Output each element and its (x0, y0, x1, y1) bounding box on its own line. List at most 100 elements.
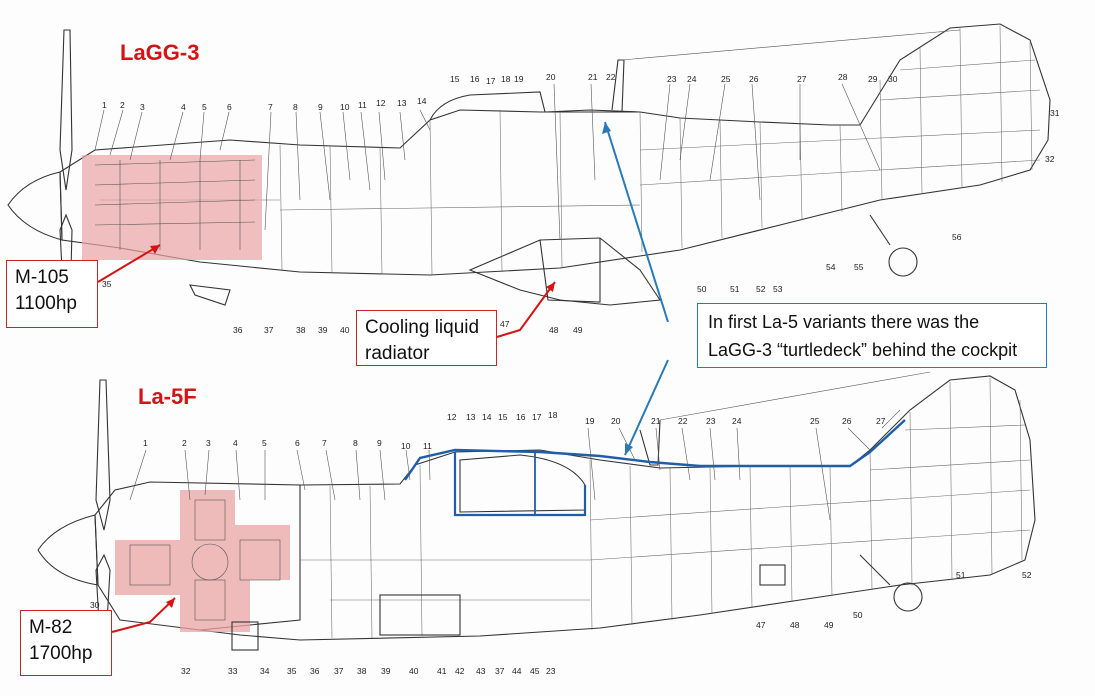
la5f-part-number: 35 (287, 666, 297, 676)
arrow-engine-top (97, 244, 161, 283)
lagg3-antenna-mast (611, 59, 625, 113)
arrow-engine-top-head (150, 245, 160, 254)
lagg3-part-number: 21 (588, 72, 598, 82)
la5f-part-number: 52 (1022, 570, 1032, 580)
la5f-part-number: 8 (353, 438, 358, 448)
callout-turtledeck-line1: In first La-5 variants there was the (708, 312, 980, 332)
callout-radiator-line2: radiator (365, 343, 430, 364)
la5f-part-number: 13 (466, 412, 476, 422)
la5f-part-number: 19 (585, 416, 595, 426)
lagg3-part-number: 38 (296, 325, 306, 335)
la5f-spinner (37, 514, 99, 586)
la5f-part-number: 40 (409, 666, 419, 676)
lagg3-drawing (7, 23, 1051, 311)
la5f-tailwheel-strut (859, 554, 891, 586)
callout-engine-la5f: M-82 1700hp (20, 610, 112, 676)
la5f-engine-detail (129, 499, 281, 621)
la5f-tailwheel (893, 582, 923, 612)
lagg3-part-number: 26 (749, 74, 759, 84)
arrow-turtledeck-bottom-head (625, 443, 633, 455)
lagg3-part-number: 29 (868, 74, 878, 84)
la5f-battery (759, 564, 786, 586)
la5f-engine-highlight (115, 490, 290, 632)
lagg3-part-number: 8 (293, 102, 298, 112)
lagg3-part-number: 36 (233, 325, 243, 335)
lagg3-part-number: 6 (227, 102, 232, 112)
lagg3-intake (189, 284, 231, 306)
la5f-propeller-upper (95, 379, 111, 531)
lagg3-part-number: 32 (1045, 154, 1055, 164)
lagg3-part-number: 14 (417, 96, 427, 106)
la5f-part-number: 44 (512, 666, 522, 676)
lagg3-part-number: 19 (514, 74, 524, 84)
la5f-canopy (459, 454, 586, 513)
lagg3-part-number: 53 (773, 284, 783, 294)
title-la5f: La-5F (138, 384, 197, 409)
callout-turtledeck-line2: LaGG-3 “turtledeck” behind the cockpit (708, 340, 1018, 360)
la5f-part-number: 2 (182, 438, 187, 448)
lagg3-part-number: 23 (667, 74, 677, 84)
la5f-lower-box (231, 621, 259, 651)
la5f-part-number: 16 (516, 412, 526, 422)
lagg3-part-number: 18 (501, 74, 511, 84)
la5f-canopy-outline (453, 452, 587, 517)
la5f-antenna-mast (639, 419, 661, 466)
la5f-turtledeck-outline (404, 419, 906, 481)
la5f-part-number: 18 (548, 410, 558, 420)
la5f-part-number: 36 (310, 666, 320, 676)
lagg3-part-number: 55 (854, 262, 864, 272)
lagg3-leader-lines (94, 83, 881, 241)
la5f-antenna-wire (659, 371, 931, 421)
la5f-part-number: 14 (482, 412, 492, 422)
la5f-part-number: 32 (181, 666, 191, 676)
la5f-part-number: 6 (295, 438, 300, 448)
la5f-frames (300, 377, 1031, 639)
la5f-part-number: 51 (956, 570, 966, 580)
la5f-part-number: 1 (143, 438, 148, 448)
lagg3-part-number: 16 (470, 74, 480, 84)
lagg3-part-number: 25 (721, 74, 731, 84)
la5f-part-number: 5 (262, 438, 267, 448)
lagg3-part-number: 56 (952, 232, 962, 242)
arrow-engine-bottom (111, 597, 176, 633)
lagg3-part-number: 17 (486, 76, 496, 86)
la5f-part-number: 50 (853, 610, 863, 620)
lagg3-part-number: 31 (1050, 108, 1060, 118)
callout-engine-la5f-line2: 1700hp (29, 643, 93, 664)
lagg3-part-number: 5 (202, 102, 207, 112)
la5f-part-number: 24 (732, 416, 742, 426)
la5f-cowling (94, 481, 301, 631)
la5f-part-number: 23 (546, 666, 556, 676)
la5f-drawing (37, 371, 1036, 651)
callout-radiator: Cooling liquid radiator (356, 310, 497, 366)
la5f-part-number: 20 (611, 416, 621, 426)
lagg3-part-number: 4 (181, 102, 186, 112)
callout-engine-la5f-line1: M-82 (29, 617, 73, 638)
la5f-part-number: 41 (437, 666, 447, 676)
la5f-part-number: 33 (228, 666, 238, 676)
lagg3-spinner (7, 171, 63, 241)
lagg3-part-number: 9 (318, 102, 323, 112)
lagg3-propeller-upper (59, 29, 73, 191)
la5f-part-number: 22 (678, 416, 688, 426)
la5f-part-number: 3 (206, 438, 211, 448)
lagg3-part-number: 28 (838, 72, 848, 82)
lagg3-part-number: 15 (450, 74, 460, 84)
la5f-part-number: 42 (455, 666, 465, 676)
lagg3-part-number: 11 (358, 100, 367, 110)
callout-radiator-line1: Cooling liquid (365, 317, 480, 338)
la5f-part-number: 30 (90, 600, 100, 610)
lagg3-part-number: 52 (756, 284, 766, 294)
lagg3-part-number: 37 (264, 325, 274, 335)
lagg3-part-number: 27 (797, 74, 807, 84)
arrow-turtledeck-bottom (624, 359, 669, 456)
lagg3-part-number: 1 (102, 100, 107, 110)
la5f-leader-lines (129, 409, 901, 521)
la5f-part-number: 37 (334, 666, 344, 676)
lagg3-part-number: 7 (268, 102, 273, 112)
lagg3-canopy (429, 91, 546, 121)
arrow-radiator (496, 281, 556, 338)
callout-arrows (97, 121, 669, 633)
